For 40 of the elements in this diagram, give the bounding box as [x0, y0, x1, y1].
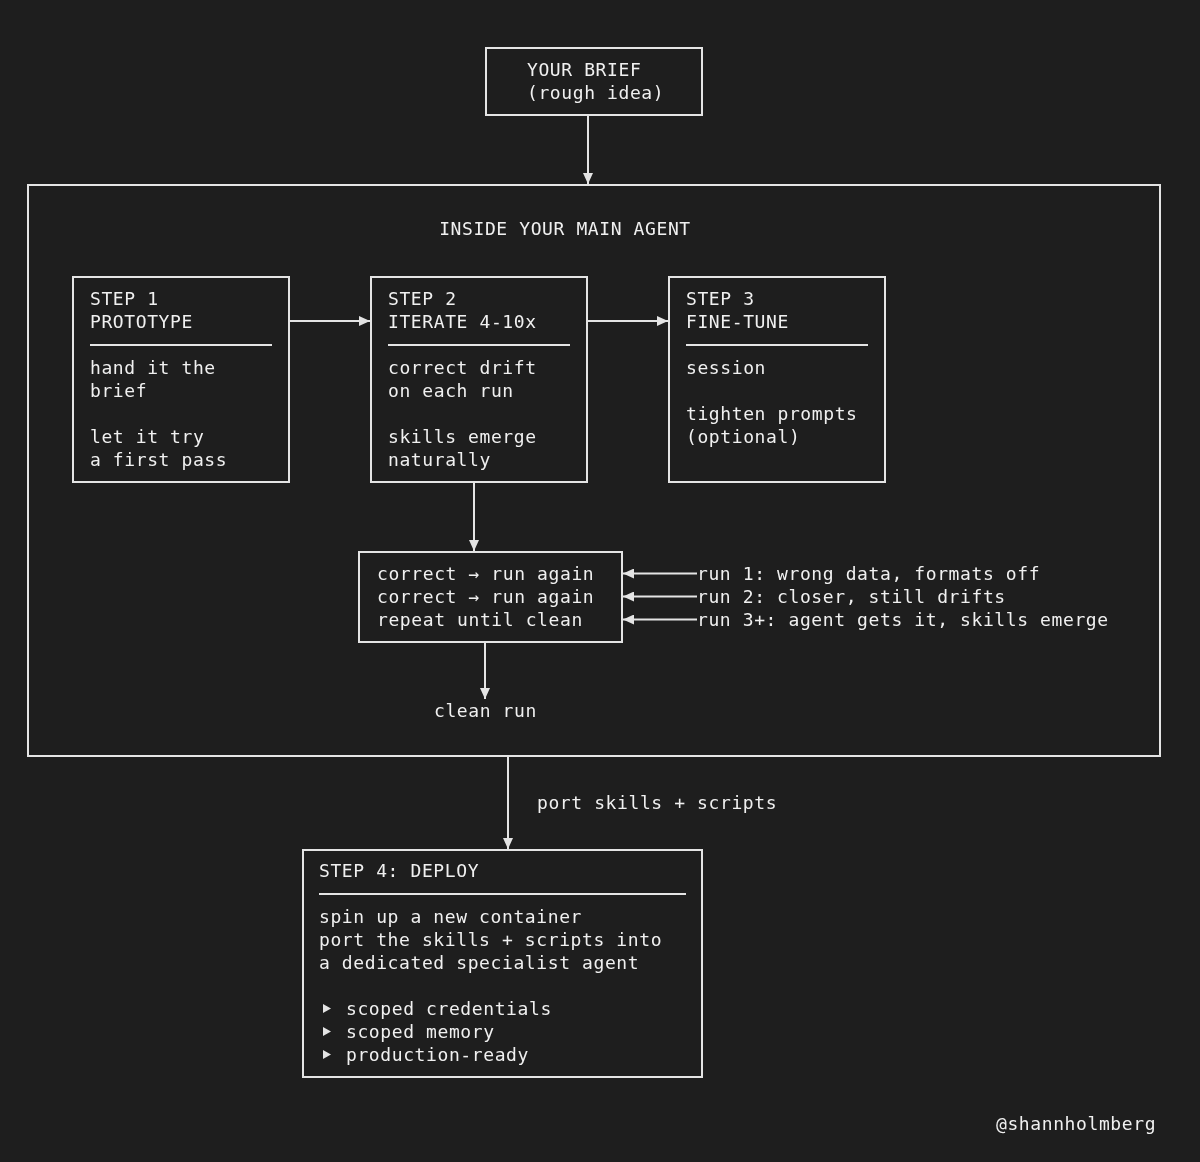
- process-box: [358, 551, 623, 643]
- step-box: [370, 276, 588, 483]
- group-frame: [27, 184, 1161, 757]
- list-item-text: scoped credentials: [346, 997, 552, 1020]
- step-description: let it try a first pass: [90, 425, 228, 471]
- step-box: [302, 849, 703, 1078]
- frame-title: INSIDE YOUR MAIN AGENT: [439, 217, 691, 240]
- result-text: clean run: [434, 699, 537, 722]
- annotation-text: run 1: wrong data, formats off: [697, 562, 1041, 585]
- arrow: [480, 642, 490, 700]
- step-description: hand it the brief: [90, 356, 216, 402]
- step-description: session: [686, 356, 767, 379]
- box-heading: YOUR BRIEF: [527, 58, 642, 81]
- step-heading: STEP 2 ITERATE 4-10x: [388, 287, 537, 333]
- process-box: [485, 47, 703, 116]
- box-subtext: (rough idea): [527, 81, 665, 104]
- list-item-text: scoped memory: [346, 1020, 495, 1043]
- step-description: skills emerge naturally: [388, 425, 537, 471]
- list-item-text: production-ready: [346, 1043, 529, 1066]
- step-heading: STEP 1 PROTOTYPE: [90, 287, 193, 333]
- step-description: correct drift on each run: [388, 356, 537, 402]
- arrow: [583, 115, 593, 185]
- arrow: [469, 482, 479, 552]
- arrow: [587, 316, 669, 326]
- step-heading: STEP 4: DEPLOY: [319, 859, 480, 882]
- loop-text: correct → run again: [377, 562, 595, 585]
- step-box: [72, 276, 290, 483]
- arrow: [622, 591, 698, 602]
- step-box: [668, 276, 886, 483]
- arrow: [289, 316, 371, 326]
- annotation-text: run 2: closer, still drifts: [697, 585, 1006, 608]
- annotation-text: run 3+: agent gets it, skills emerge: [697, 608, 1109, 631]
- arrow: [503, 756, 513, 850]
- step-description: tighten prompts (optional): [686, 402, 858, 448]
- loop-text: repeat until clean: [377, 608, 583, 631]
- step-description: spin up a new container port the skills + scripts into a dedicated specialist agent: [319, 905, 663, 974]
- arrow: [622, 614, 698, 625]
- arrow: [622, 568, 698, 579]
- loop-text: correct → run again: [377, 585, 595, 608]
- step-heading: STEP 3 FINE-TUNE: [686, 287, 789, 333]
